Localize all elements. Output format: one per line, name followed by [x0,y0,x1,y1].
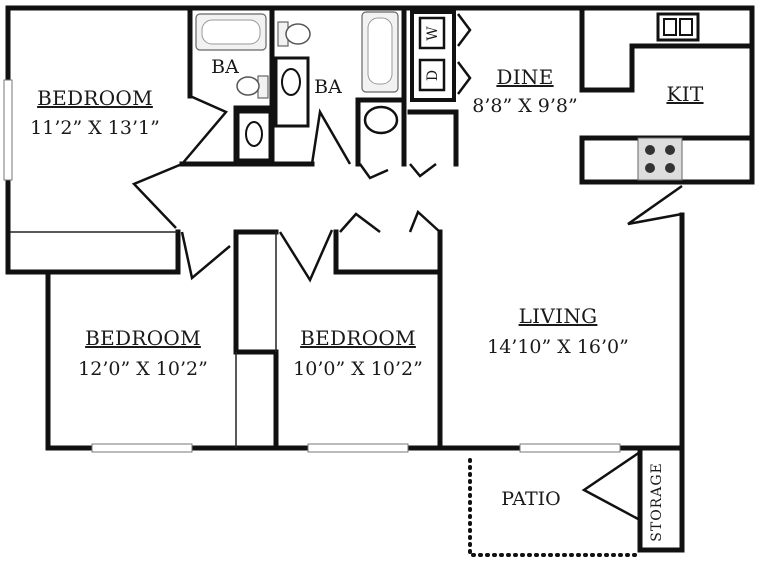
window-living [519,443,621,453]
washer-label: W [425,25,441,40]
window-bedroom-3 [307,443,409,453]
patio-outline [468,458,642,557]
storage-name: STORAGE [649,462,665,541]
window-bedroom-1 [3,79,13,181]
bedroom-2-name: BEDROOM [85,326,201,350]
dine-dims: 8’8” X 9’8” [472,95,577,117]
bath-1-door [181,94,229,165]
washer-icon [418,16,446,50]
living-name: LIVING [519,304,598,328]
kitchen-name: KIT [666,82,703,106]
bedroom-3-dims: 10’0” X 10’2” [293,358,423,380]
patio-name: PATIO [501,488,560,510]
toilet-icon [236,75,269,99]
room-labels: BEDROOM 11’2” X 13’1” BEDROOM 12’0” X 10… [30,56,703,542]
window-bedroom-2 [91,443,193,453]
windows [3,79,621,453]
dryer-icon [418,58,446,92]
dryer-label: D [425,69,441,81]
closet-lines [10,231,277,448]
bedroom-3-name: BEDROOM [300,326,416,350]
doors [131,13,683,522]
toilet-icon [363,105,399,135]
bath-2-name: BA [314,76,342,98]
fixtures: W D [195,10,700,181]
toilet-icon [277,21,311,47]
bedroom-1-dims: 11’2” X 13’1” [30,117,160,139]
dine-name: DINE [496,65,553,89]
bath-1-name: BA [211,56,239,78]
stove-icon [637,137,683,181]
living-dims: 14’10” X 16’0” [487,336,629,358]
bedroom-2-dims: 12’0” X 10’2” [78,358,208,380]
bedroom-1-name: BEDROOM [37,86,153,110]
